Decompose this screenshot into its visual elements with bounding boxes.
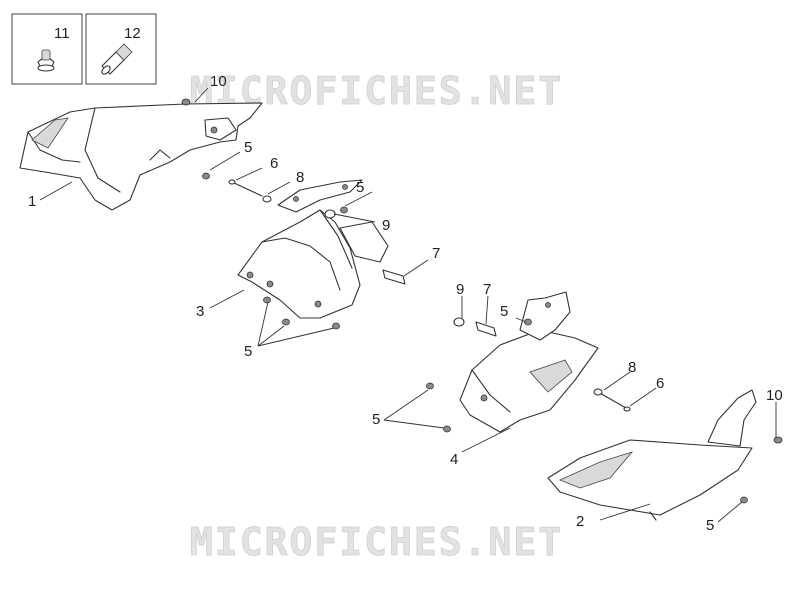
- push-rivet-icon: [37, 49, 55, 72]
- callout-6-a: 6: [270, 155, 278, 172]
- screw-10-top: [181, 98, 191, 106]
- part-2-right-lower-fairing: [547, 389, 757, 521]
- callout-7-b: 7: [483, 281, 491, 298]
- part-7-spacer-upper: [382, 269, 406, 285]
- callout-3: 3: [196, 303, 204, 320]
- screws-5-upper: [202, 172, 348, 330]
- callout-8-b: 8: [628, 359, 636, 376]
- callout-5-c: 5: [244, 343, 252, 360]
- inset-box-11: 11: [11, 13, 83, 85]
- callout-6-b: 6: [656, 375, 664, 392]
- screws-5-lower: [426, 318, 748, 504]
- part-9-washer-lower: [453, 317, 465, 327]
- callout-5-d: 5: [500, 303, 508, 320]
- watermark-bottom: MICROFICHES.NET: [190, 520, 563, 564]
- leader-lines: [39, 87, 777, 523]
- callout-5-e: 5: [372, 411, 380, 428]
- callout-5-f: 5: [706, 517, 714, 534]
- callout-5-b: 5: [356, 179, 364, 196]
- inset-box-12: 12: [85, 13, 157, 85]
- part-8-mounting-bracket: [277, 179, 363, 213]
- part-1-left-upper-fairing: [19, 102, 263, 211]
- callout-11: 11: [54, 25, 70, 42]
- callout-9-a: 9: [382, 217, 390, 234]
- callout-4: 4: [450, 451, 458, 468]
- part-9-washer-upper: [324, 209, 336, 219]
- callout-2: 2: [576, 513, 584, 530]
- spacer-bushing-icon: [101, 43, 133, 75]
- part-7-spacer-lower: [475, 321, 497, 337]
- part-3-center-inner-panel: [237, 209, 389, 319]
- callout-10-a: 10: [210, 73, 227, 90]
- callout-8-a: 8: [296, 169, 304, 186]
- part-4-lower-inner-bracket: [459, 291, 599, 433]
- callout-7-a: 7: [432, 245, 440, 262]
- callout-12: 12: [124, 25, 141, 42]
- callout-5-a: 5: [244, 139, 252, 156]
- part-6-bolt-lower: [593, 388, 631, 412]
- callout-9-b: 9: [456, 281, 464, 298]
- callout-1: 1: [28, 193, 36, 210]
- screw-10-right: [773, 436, 783, 444]
- part-6-bolt-upper: [228, 179, 272, 203]
- callout-10-b: 10: [766, 387, 783, 404]
- callouts: 1 2 3 4 5 5 5 5 5 5 6 6 7 7 8 8 9 9 10 1…: [28, 73, 783, 534]
